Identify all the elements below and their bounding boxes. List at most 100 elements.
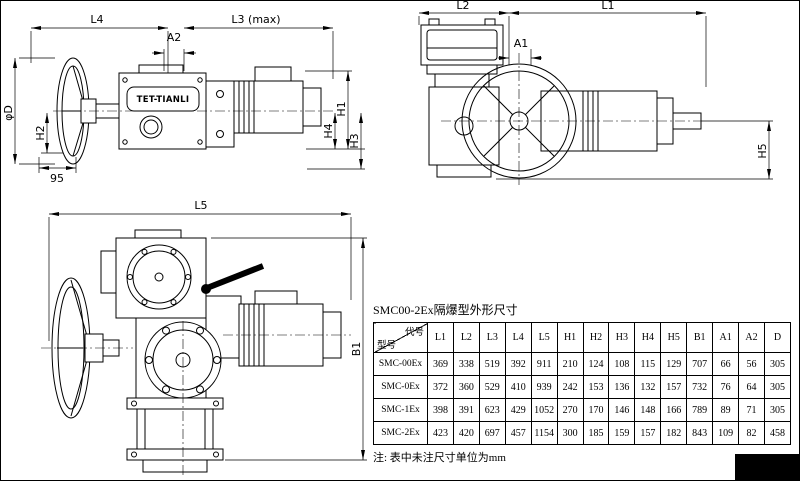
value-cell: 843 xyxy=(686,421,714,445)
value-cell: 391 xyxy=(452,398,480,422)
value-cell: 420 xyxy=(452,421,480,445)
col-header: L3 xyxy=(478,322,506,353)
value-cell: 300 xyxy=(556,421,584,445)
value-cell: 157 xyxy=(660,375,688,399)
gearbox-large xyxy=(100,229,207,319)
value-cell: 146 xyxy=(608,398,636,422)
value-cell: 153 xyxy=(582,375,610,399)
value-cell: 360 xyxy=(452,375,480,399)
value-cell: 132 xyxy=(634,375,662,399)
dim-H5: H5 xyxy=(756,143,769,158)
value-cell: 429 xyxy=(504,398,532,422)
centerlines-large xyxy=(41,321,351,478)
value-cell: 242 xyxy=(556,375,584,399)
col-header: L2 xyxy=(452,322,480,353)
value-cell: 66 xyxy=(712,352,740,376)
model-cell: SMC-00Ex xyxy=(373,352,428,376)
value-cell: 82 xyxy=(738,421,765,445)
value-cell: 115 xyxy=(634,352,662,376)
col-header: D xyxy=(763,322,792,353)
value-cell: 210 xyxy=(556,352,584,376)
value-cell: 270 xyxy=(556,398,584,422)
model-cell: SMC-0Ex xyxy=(373,375,428,399)
model-cell: SMC-1Ex xyxy=(373,398,428,422)
dim-L4: L4 xyxy=(90,13,103,26)
value-cell: 911 xyxy=(530,352,558,376)
value-cell: 56 xyxy=(738,352,765,376)
value-cell: 372 xyxy=(427,375,454,399)
value-cell: 392 xyxy=(504,352,532,376)
value-cell: 76 xyxy=(712,375,740,399)
value-cell: 136 xyxy=(608,375,636,399)
adapter-plate xyxy=(205,80,235,148)
table-title: SMC00-2Ex隔爆型外形尺寸 xyxy=(373,303,518,317)
col-header: B1 xyxy=(686,322,714,353)
col-header: A2 xyxy=(738,322,765,353)
value-cell: 159 xyxy=(608,421,636,445)
dimensions-side: L4 L3 (max) A2 φD H2 95 H4 H1 H3 xyxy=(2,13,365,185)
base-pedestal xyxy=(126,397,224,473)
value-cell: 182 xyxy=(660,421,688,445)
dim-H3: H3 xyxy=(348,133,361,148)
model-cell: SMC-2Ex xyxy=(373,421,428,445)
motor-side xyxy=(233,66,322,134)
value-cell: 129 xyxy=(660,352,688,376)
value-cell: 305 xyxy=(763,352,792,376)
value-cell: 458 xyxy=(763,421,792,445)
value-cell: 89 xyxy=(712,398,740,422)
corner-label-bottom: 型号 xyxy=(377,341,397,351)
dim-B1: B1 xyxy=(350,342,363,357)
value-cell: 305 xyxy=(763,375,792,399)
brand-label: TET-TIANLI xyxy=(137,95,190,105)
declutch-lever-icon xyxy=(201,263,265,294)
motor-large xyxy=(238,290,342,367)
dimensions-large: L5 B1 xyxy=(48,199,367,461)
dim-H1: H1 xyxy=(335,101,348,116)
value-cell: 789 xyxy=(686,398,714,422)
value-cell: 1052 xyxy=(530,398,558,422)
dim-L5: L5 xyxy=(194,199,207,212)
value-cell: 697 xyxy=(478,421,506,445)
value-cell: 519 xyxy=(478,352,506,376)
value-cell: 109 xyxy=(712,421,740,445)
value-cell: 108 xyxy=(608,352,636,376)
dim-H4: H4 xyxy=(322,123,335,138)
col-header: L1 xyxy=(427,322,454,353)
value-cell: 529 xyxy=(478,375,506,399)
view-bottom-side: L5 B1 xyxy=(41,199,367,478)
value-cell: 623 xyxy=(478,398,506,422)
dim-L1: L1 xyxy=(601,1,614,12)
col-header: H4 xyxy=(634,322,662,353)
col-header: H3 xyxy=(608,322,636,353)
dim-phiD: φD xyxy=(2,105,15,121)
dim-L3: L3 (max) xyxy=(231,13,280,26)
gearbox-side: TET-TIANLI xyxy=(118,64,207,150)
corner-label-top: 代号 xyxy=(404,328,424,338)
value-cell: 71 xyxy=(738,398,765,422)
value-cell: 166 xyxy=(660,398,688,422)
view-top-side: TET-TIANLI L4 L3 (max) A2 φD xyxy=(2,13,365,185)
dim-A2: A2 xyxy=(167,31,182,44)
dim-H2: H2 xyxy=(34,125,47,140)
yoke-housing xyxy=(428,86,500,178)
col-header: H1 xyxy=(556,322,584,353)
value-cell: 457 xyxy=(504,421,532,445)
dim-L2: L2 xyxy=(456,1,469,12)
value-cell: 64 xyxy=(738,375,765,399)
value-cell: 338 xyxy=(452,352,480,376)
col-header: L4 xyxy=(504,322,532,353)
corner-cell: 代号 型号 xyxy=(373,322,428,353)
dimensions-front: L2 L1 A1 H5 xyxy=(418,1,773,180)
value-cell: 939 xyxy=(530,375,558,399)
value-cell: 185 xyxy=(582,421,610,445)
col-header: L5 xyxy=(530,322,558,353)
value-cell: 170 xyxy=(582,398,610,422)
